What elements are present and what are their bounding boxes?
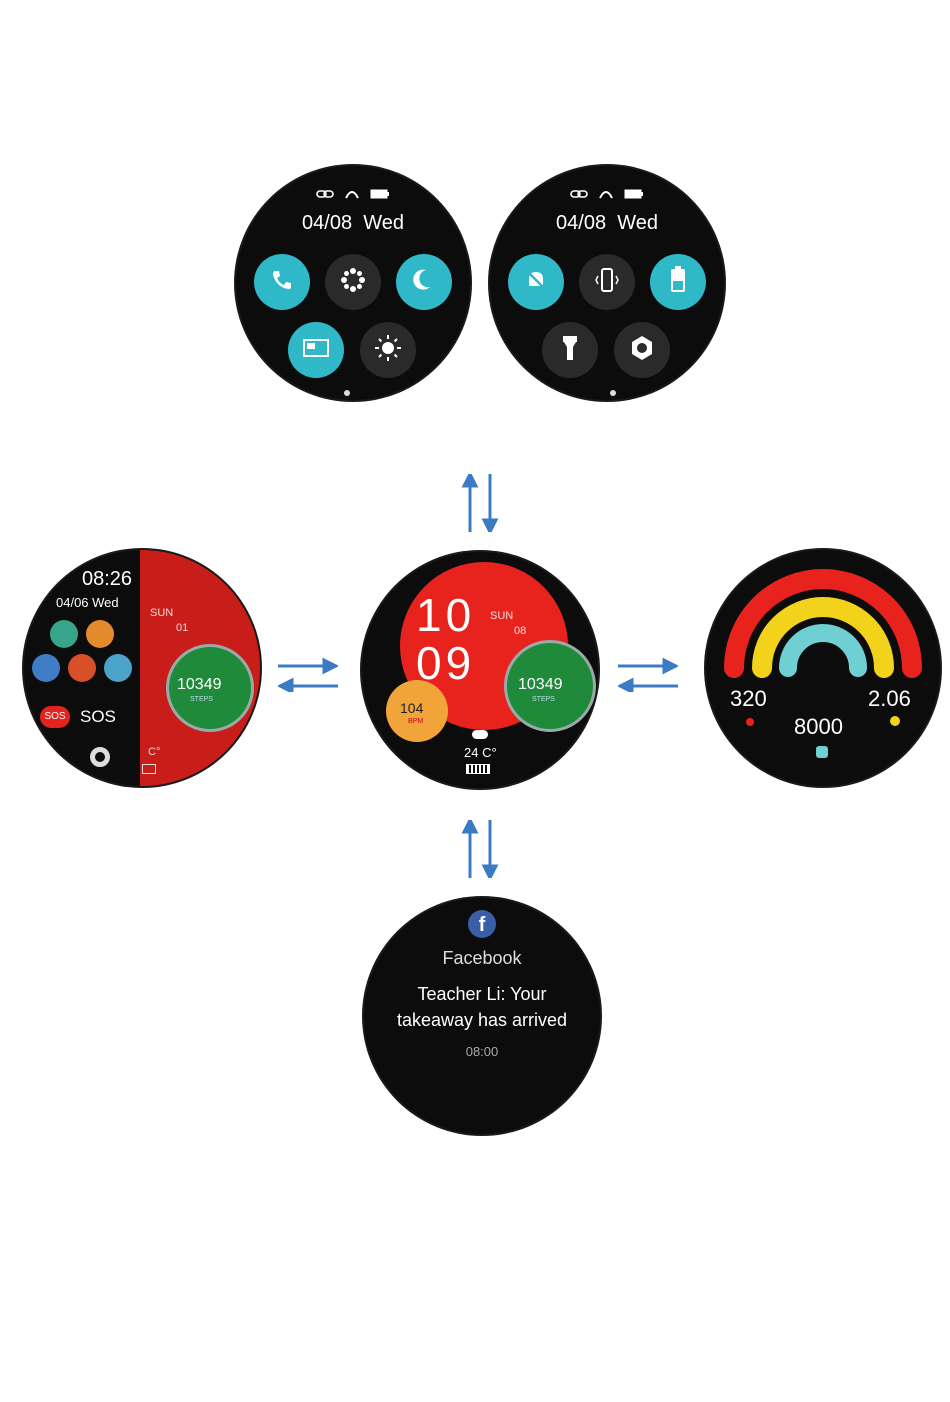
notification-watch: f Facebook Teacher Li: Your takeaway has… [364,898,600,1134]
battery-icon [370,186,390,204]
flashlight-icon [560,333,580,368]
time-text: 08:26 [82,568,132,591]
main-watch-face: 10 09 SUN 08 10349 STEPS 104 BPM 24 C° [362,552,598,788]
location-icon [890,716,900,726]
app-name: Facebook [364,948,600,969]
hour-text: 10 [416,588,475,642]
notification-time: 08:00 [364,1044,600,1059]
app-icon-2[interactable] [86,620,114,648]
mute-button[interactable] [508,254,564,310]
page-indicator [344,390,350,396]
status-bar [490,186,724,204]
weekday-text: SUN [150,607,173,619]
calories-value: 320 [730,686,767,712]
app-icon-1[interactable] [50,620,78,648]
heart-rate-value: 104 [400,700,423,716]
vibrate-button[interactable] [579,254,635,310]
steps-value: 8000 [794,714,843,740]
steps-value: 10349 [177,676,222,694]
footprint-icon [816,746,828,758]
battery-icon [142,764,156,774]
message-line-1: Teacher Li: Your [364,984,600,1005]
settings-icon[interactable] [90,747,110,767]
swipe-arrows-left-right-1 [278,656,338,692]
date-text: 04/08 [302,212,352,234]
screen-button[interactable] [288,322,344,378]
heart-rate-label: BPM [408,718,423,725]
steps-value: 10349 [518,676,563,694]
day-text: 08 [514,625,526,637]
page-indicator [610,390,616,396]
brightness-button[interactable] [360,322,416,378]
bell-mute-icon [523,267,549,298]
apps-button[interactable] [325,254,381,310]
battery-saver-icon [668,265,688,300]
brightness-icon [373,333,403,368]
phone-button[interactable] [254,254,310,310]
date-text: 04/08 [556,212,606,234]
weekday-text: SUN [490,610,513,622]
settings-icon [627,333,657,368]
link-icon [316,186,334,204]
dots-icon [339,266,367,299]
swipe-arrows-up-down [460,474,500,532]
app-icon-5[interactable] [104,654,132,682]
moon-icon [410,266,438,299]
sos-badge[interactable]: SOS [40,706,70,728]
status-bar [236,186,470,204]
message-line-2: takeaway has arrived [364,1010,600,1031]
steps-label: STEPS [190,696,213,703]
battery-saver-button[interactable] [650,254,706,310]
control-panel-watch-1: 04/08 Wed [236,166,470,400]
headset-icon [344,186,360,204]
app-icon-4[interactable] [68,654,96,682]
date-text: 04/06 Wed [56,595,119,610]
phone-icon [269,267,295,298]
settings-button[interactable] [614,322,670,378]
calories-icon [746,718,754,726]
left-shortcut-watch: 08:26 04/06 Wed SUN 01 SOS SOS 10349 STE… [24,550,260,786]
swipe-arrows-left-right-2 [618,656,678,692]
sos-label[interactable]: SOS [80,707,116,727]
vibrate-icon [592,265,622,300]
date-row: 04/08 Wed [236,212,470,235]
temp-text: C° [148,746,160,758]
steps-label: STEPS [532,696,555,703]
battery-icon [624,186,644,204]
day-text: 01 [176,622,188,634]
cloud-icon [472,730,488,739]
control-panel-watch-2: 04/08 Wed [490,166,724,400]
swipe-arrows-up-down-2 [460,820,500,878]
link-icon [570,186,588,204]
do-not-disturb-button[interactable] [396,254,452,310]
app-icon-3[interactable] [32,654,60,682]
day-text: Wed [363,212,404,234]
day-text: Wed [617,212,658,234]
screen-icon [301,337,331,364]
facebook-icon: f [468,910,496,938]
temperature-text: 24 C° [464,745,497,760]
activity-watch: 320 2.06 8000 [706,550,940,786]
date-row: 04/08 Wed [490,212,724,235]
battery-icon [466,764,490,774]
flashlight-button[interactable] [542,322,598,378]
headset-icon [598,186,614,204]
distance-value: 2.06 [868,686,911,712]
